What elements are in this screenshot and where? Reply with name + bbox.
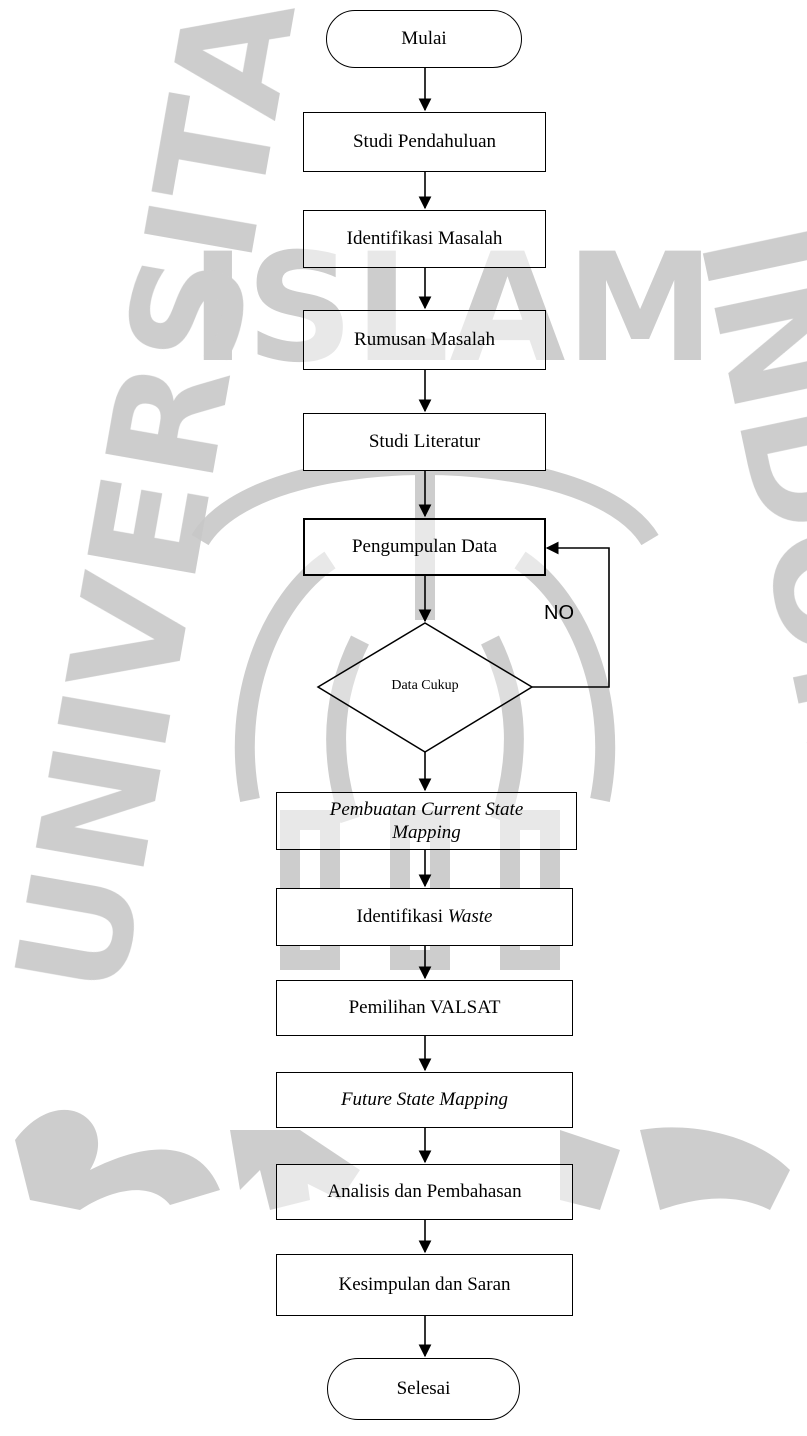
step-analisis-pembahasan: Analisis dan Pembahasan: [276, 1164, 573, 1220]
step-kesimpulan-saran: Kesimpulan dan Saran: [276, 1254, 573, 1316]
step-label: Future State Mapping: [340, 1089, 509, 1110]
step-future-state-mapping: Future State Mapping: [276, 1072, 573, 1128]
step-studi-literatur: Studi Literatur: [303, 413, 546, 471]
step-identifikasi-masalah: Identifikasi Masalah: [303, 210, 546, 268]
no-label: NO: [544, 602, 574, 624]
start-label: Mulai: [401, 28, 447, 49]
step-rumusan-masalah: Rumusan Masalah: [303, 310, 546, 370]
step-label: Identifikasi Masalah: [346, 228, 503, 249]
step-label: Pengumpulan Data: [351, 536, 498, 557]
step-label: Analisis dan Pembahasan: [327, 1181, 522, 1202]
step-studi-pendahuluan: Studi Pendahuluan: [303, 112, 546, 172]
end-label: Selesai: [396, 1378, 451, 1399]
step-identifikasi-waste: Identifikasi Waste: [276, 888, 573, 946]
decision-diamond: [316, 622, 534, 753]
step-label: Rumusan Masalah: [354, 329, 495, 350]
step-label: Studi Pendahuluan: [352, 131, 497, 152]
step-current-state-mapping: Pembuatan Current State Mapping: [276, 792, 577, 850]
decision-label: Data Cukup: [391, 678, 459, 693]
step-pemilihan-valsat: Pemilihan VALSAT: [276, 980, 573, 1036]
step-pengumpulan-data: Pengumpulan Data: [303, 518, 546, 576]
arrow-no-loop: [532, 541, 610, 688]
step-label-prefix: Identifikasi: [356, 906, 448, 927]
start-terminal: Mulai: [326, 10, 522, 68]
step-label: Pembuatan Current State Mapping: [329, 799, 524, 843]
step-label: Pemilihan VALSAT: [348, 997, 501, 1018]
step-label: Studi Literatur: [368, 431, 481, 452]
end-terminal: Selesai: [327, 1358, 520, 1420]
step-label: Kesimpulan dan Saran: [338, 1274, 511, 1295]
step-label-italic: Waste: [447, 906, 493, 927]
